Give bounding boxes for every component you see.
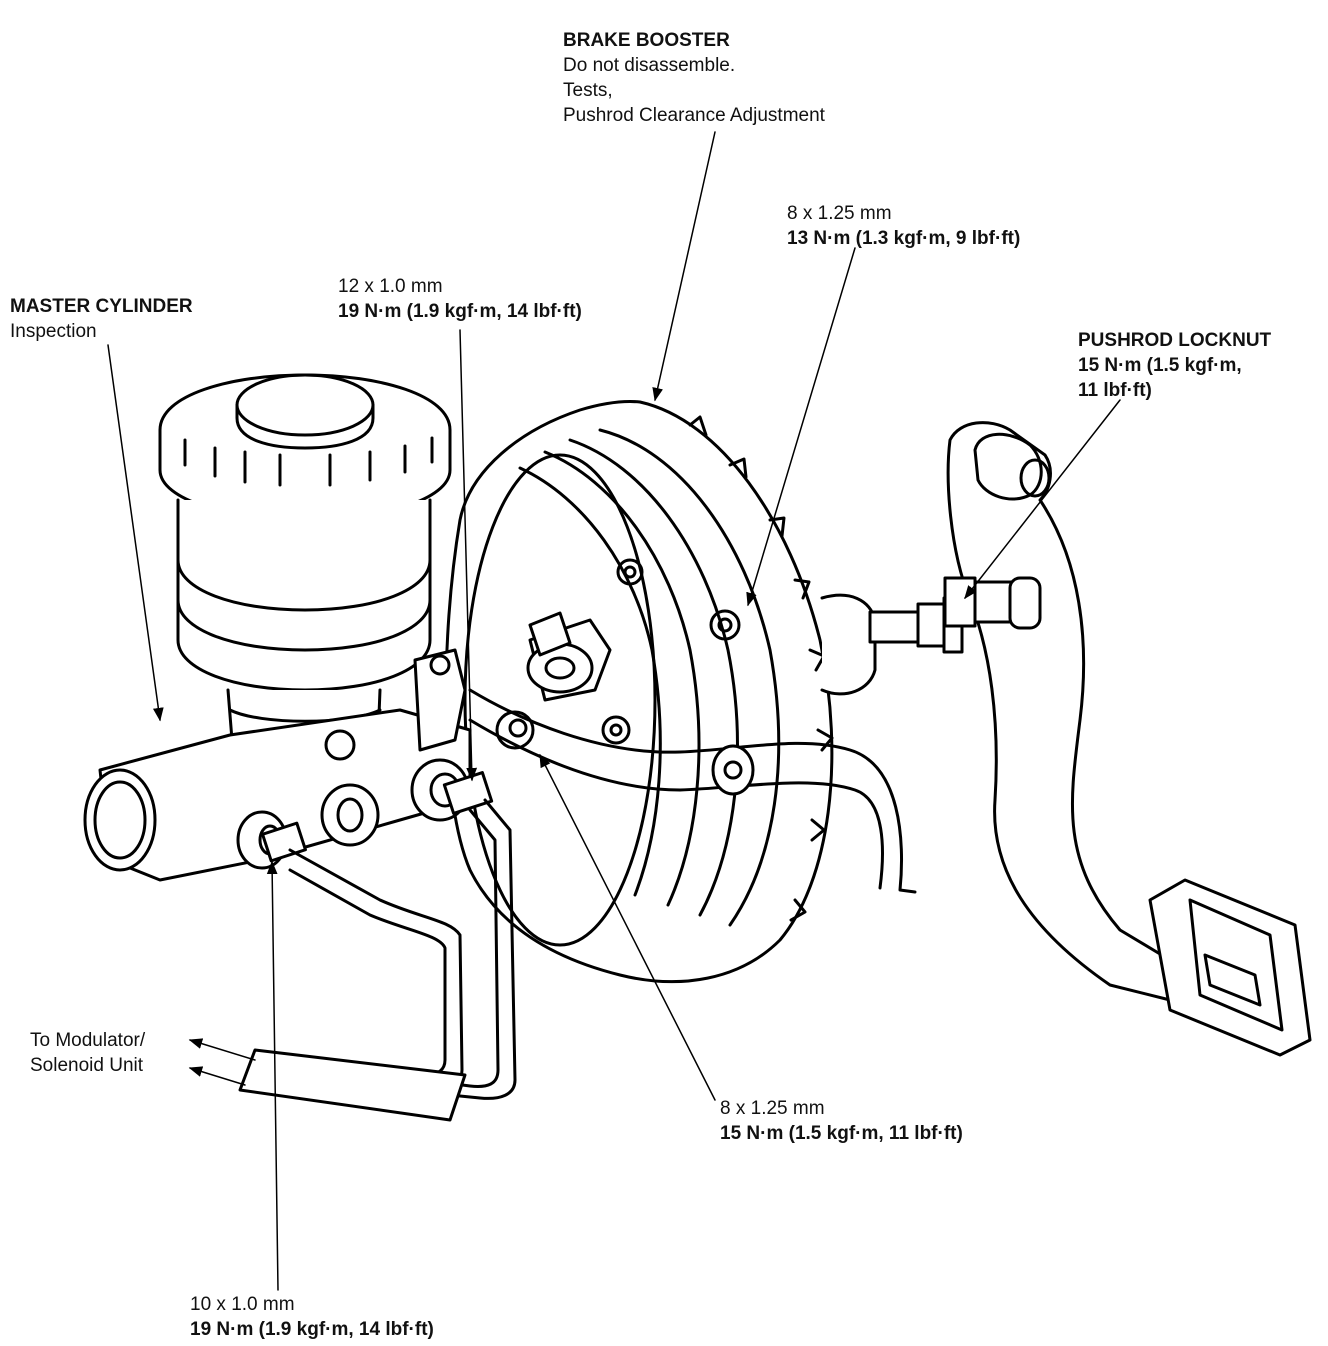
modulator-line-2: Solenoid Unit [30, 1055, 144, 1076]
master-cylinder [83, 373, 494, 882]
top-bolt-torque: 19 N·m (1.9 kgf·m, 14 lbf·ft) [338, 301, 582, 322]
brake-booster-note-3: Pushrod Clearance Adjustment [563, 105, 825, 126]
brake-booster-title: BRAKE BOOSTER [563, 30, 730, 51]
booster-fitting [526, 611, 612, 702]
modulator-callout: To Modulator/ Solenoid Unit [30, 1028, 145, 1078]
top-bolt-size: 12 x 1.0 mm [338, 276, 443, 297]
booster-nut-lower-size: 8 x 1.25 mm [720, 1098, 825, 1119]
booster-nut-upper-callout: 8 x 1.25 mm 13 N·m (1.3 kgf·m, 9 lbf·ft) [787, 201, 1020, 251]
bottom-bolt-torque: 19 N·m (1.9 kgf·m, 14 lbf·ft) [190, 1319, 434, 1340]
master-cylinder-callout: MASTER CYLINDER Inspection [10, 294, 193, 344]
brake-booster-callout: BRAKE BOOSTER Do not disassemble. Tests,… [563, 28, 825, 128]
pushrod-locknut-callout: PUSHROD LOCKNUT 15 N·m (1.5 kgf·m, 11 lb… [1078, 328, 1271, 403]
booster-nut-upper-torque: 13 N·m (1.3 kgf·m, 9 lbf·ft) [787, 228, 1021, 249]
brake-pedal [943, 421, 1312, 1057]
pushrod-locknut-title: PUSHROD LOCKNUT [1078, 330, 1272, 351]
brake-lines [238, 798, 517, 1122]
pushrod-locknut-torque-2: 11 lbf·ft) [1078, 380, 1152, 401]
brake-booster-note-1: Do not disassemble. [563, 55, 736, 76]
top-bolt-callout: 12 x 1.0 mm 19 N·m (1.9 kgf·m, 14 lbf·ft… [338, 274, 582, 324]
master-cylinder-note: Inspection [10, 321, 97, 342]
bottom-bolt-size: 10 x 1.0 mm [190, 1294, 295, 1315]
leader-lines [107, 131, 1121, 1291]
brake-booster-note-2: Tests, [563, 80, 613, 101]
bottom-bolt-callout: 10 x 1.0 mm 19 N·m (1.9 kgf·m, 14 lbf·ft… [190, 1292, 434, 1342]
pushrod-locknut-torque-1: 15 N·m (1.5 kgf·m, [1078, 355, 1242, 376]
booster-nut-lower-torque: 15 N·m (1.5 kgf·m, 11 lbf·ft) [720, 1123, 963, 1144]
brake-booster [444, 400, 964, 984]
master-cylinder-title: MASTER CYLINDER [10, 296, 193, 317]
booster-nut-upper-size: 8 x 1.25 mm [787, 203, 892, 224]
booster-nut-lower-callout: 8 x 1.25 mm 15 N·m (1.5 kgf·m, 11 lbf·ft… [720, 1096, 963, 1146]
modulator-line-1: To Modulator/ [30, 1030, 146, 1051]
